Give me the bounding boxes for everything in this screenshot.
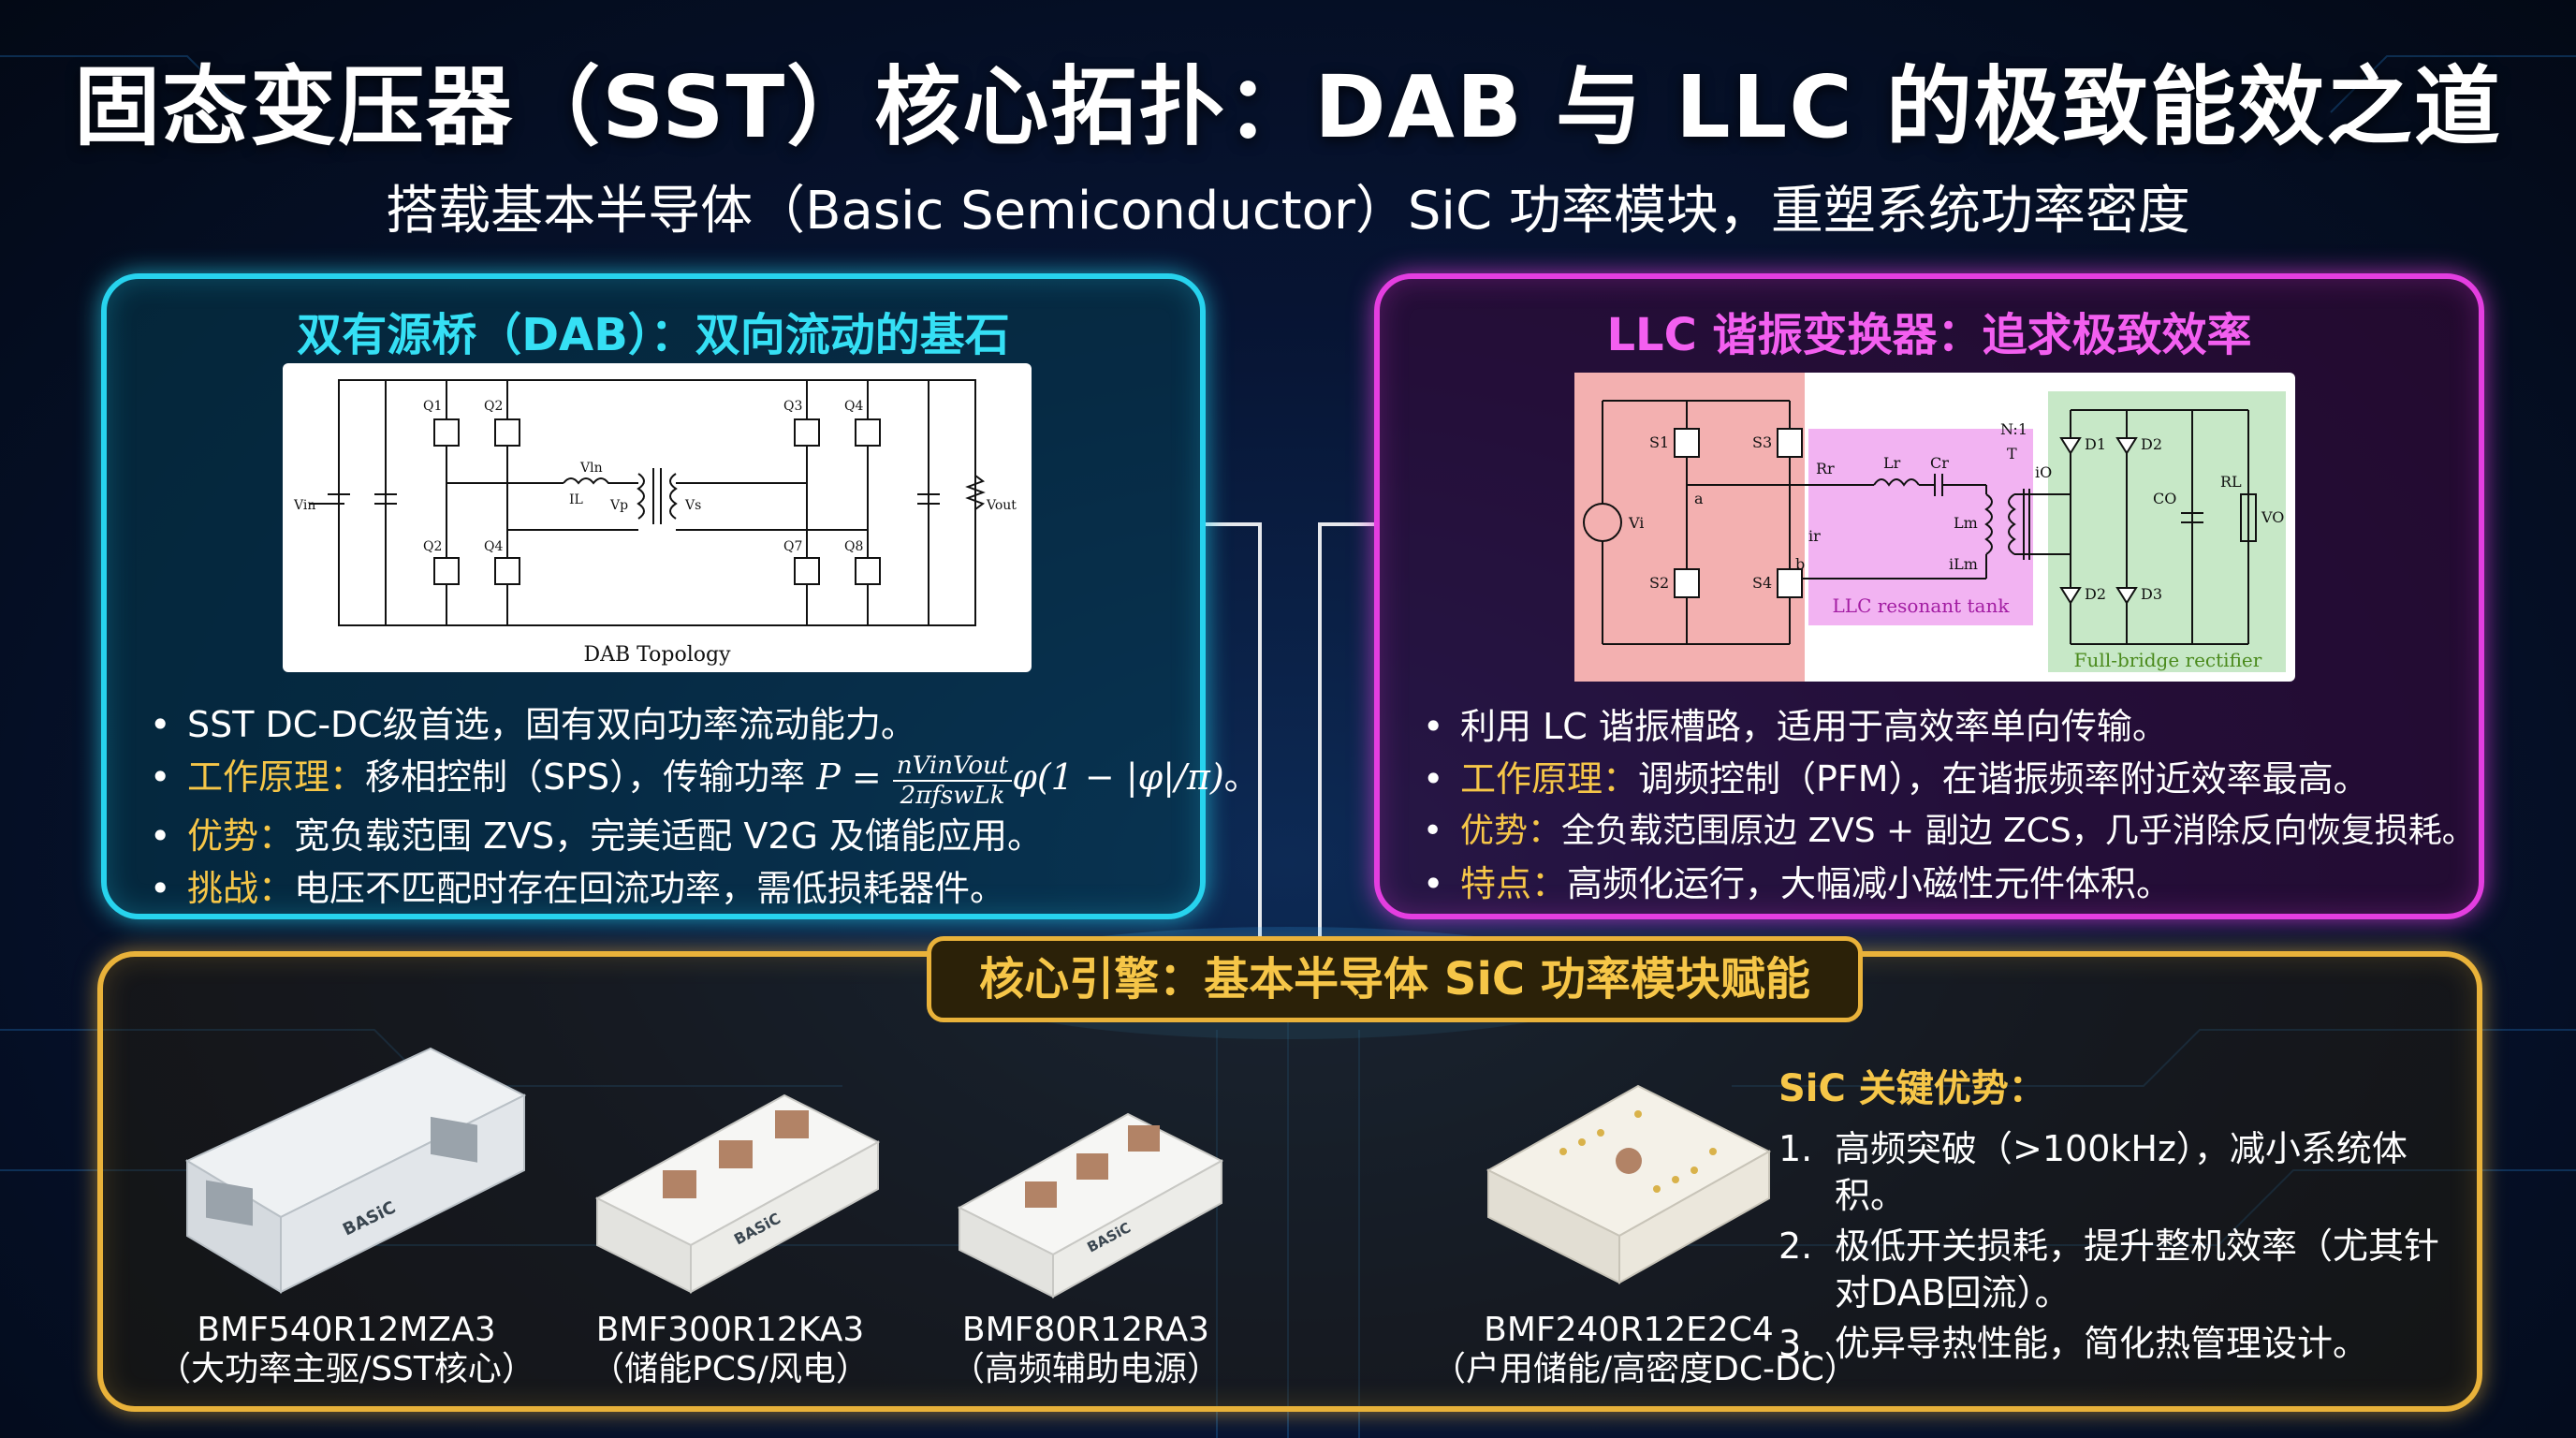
dab-label-il: IL [569, 492, 583, 507]
llc-label-s1: S1 [1649, 433, 1669, 451]
module-label-4: BMF240R12E2C4 （户用储能/高密度DC-DC） [1432, 1311, 1858, 1389]
llc-label-rr: Rr [1816, 460, 1835, 477]
llc-bullet-1: •利用 LC 谐振槽路，适用于高效率单向传输。 [1423, 706, 2168, 747]
module-label-2: BMF300R12KA3 （储能PCS/风电） [571, 1311, 889, 1389]
llc-label-s4: S4 [1752, 574, 1772, 592]
llc-label-co: CO [2153, 490, 2176, 507]
llc-label-lm: Lm [1954, 514, 1978, 532]
llc-label-s3: S3 [1752, 433, 1772, 451]
module-name-1: BMF540R12MZA3 [197, 1311, 496, 1349]
llc-bullet-4: •特点：高频化运行，大幅减小磁性元件体积。 [1423, 863, 2173, 904]
dab-bullet-4: •挑战：电压不匹配时存在回流功率，需低损耗器件。 [150, 867, 1006, 909]
llc-label-vo: VO [2261, 508, 2284, 526]
llc-label-s2: S2 [1649, 574, 1669, 592]
llc-topology-diagram: S1 S3 S2 S4 Vi a b Rr Lr Cr Lm iLm ir N:… [1574, 373, 2295, 682]
llc-label-a: a [1694, 490, 1704, 507]
llc-bullet-list: •利用 LC 谐振槽路，适用于高效率单向传输。 •工作原理：调频控制（PFM），… [1413, 700, 2476, 910]
dab-label-q2: Q2 [484, 399, 503, 414]
dab-label-q3: Q3 [783, 399, 802, 414]
sic-item-2: 2.极低开关损耗，提升整机效率（尤其针对DAB回流）。 [1778, 1225, 2440, 1313]
dab-label-q8: Q8 [844, 539, 863, 554]
dab-label-vp: Vp [609, 498, 628, 513]
dab-label-q4-lower: Q4 [484, 539, 503, 554]
llc-label-d3: D2 [2085, 585, 2106, 603]
module-desc-4: （户用储能/高密度DC-DC） [1432, 1350, 1858, 1388]
llc-label-rl: RL [2220, 473, 2242, 491]
llc-label-d1: D1 [2085, 435, 2106, 453]
llc-heading: LLC 谐振变换器：追求极致效率 [1606, 309, 2252, 361]
dab-heading: 双有源桥（DAB）：双向流动的基石 [297, 309, 1010, 361]
llc-label-vi: Vi [1628, 514, 1644, 532]
module-image-bmf80: BASiC [957, 1112, 1224, 1299]
sic-item-3: 3.优异导热性能，简化热管理设计。 [1778, 1323, 2369, 1364]
llc-label-cr: Cr [1930, 454, 1949, 472]
llc-label-io: iO [2035, 463, 2052, 481]
dab-label-q4: Q4 [844, 399, 863, 414]
llc-bullet-3: •优势：全负载范围原边 ZVS + 副边 ZCS，几乎消除反向恢复损耗。 [1423, 812, 2476, 850]
dab-bullet-list: •SST DC-DC级首选，固有双向功率流动能力。 •工作原理：移相控制（SPS… [140, 698, 1260, 915]
llc-label-lr: Lr [1883, 454, 1901, 472]
module-image-bmf300: BASiC [594, 1093, 881, 1294]
llc-panel: LLC 谐振变换器：追求极致效率 [1374, 273, 2484, 919]
dab-label-q7: Q7 [783, 539, 802, 554]
dab-label-vln: Vln [579, 461, 603, 476]
sic-advantages-title: SiC 关键优势： [1778, 1067, 2046, 1110]
llc-circuit-schematic: S1 S3 S2 S4 Vi a b Rr Lr Cr Lm iLm ir N:… [1574, 373, 2286, 682]
module-name-4: BMF240R12E2C4 [1484, 1311, 1774, 1349]
llc-label-d2: D2 [2141, 435, 2162, 453]
page-subtitle: 搭载基本半导体（Basic Semiconductor）SiC 功率模块，重塑系… [386, 181, 2190, 242]
dab-circuit-schematic: Q1 Q2 Q3 Q4 Q2 Q4 Q7 Q8 Vin Vout Vp Vs V… [293, 379, 1017, 667]
dab-bullet-3: •优势：宽负载范围 ZVS，完美适配 V2G 及储能应用。 [150, 814, 1044, 857]
dab-label-vs: Vs [684, 498, 701, 513]
module-image-bmf240 [1486, 1084, 1772, 1284]
dab-label-q1: Q1 [423, 399, 442, 414]
llc-label-ilm: iLm [1949, 555, 1978, 573]
module-desc-3: （高频辅助电源） [950, 1350, 1221, 1388]
llc-label-t: T [2007, 445, 2017, 462]
module-desc-2: （储能PCS/风电） [591, 1350, 870, 1388]
module-desc-1: （大功率主驱/SST核心） [157, 1350, 535, 1388]
dab-panel: 双有源桥（DAB）：双向流动的基石 [101, 273, 1260, 919]
dab-label-vout: Vout [986, 498, 1017, 513]
dab-topology-diagram: Q1 Q2 Q3 Q4 Q2 Q4 Q7 Q8 Vin Vout Vp Vs V… [283, 363, 1032, 672]
sic-item-1: 1.高频突破（>100kHz），减小系统体积。 [1778, 1128, 2408, 1216]
dab-bullet-1: •SST DC-DC级首选，固有双向功率流动能力。 [150, 704, 916, 745]
llc-bullet-2: •工作原理：调频控制（PFM），在谐振频率附近效率最高。 [1423, 758, 2369, 800]
core-heading: 核心引擎：基本半导体 SiC 功率模块赋能 [927, 936, 1863, 1022]
dab-label-q2-lower: Q2 [423, 539, 442, 554]
dab-diagram-caption: DAB Topology [583, 643, 731, 667]
dab-label-vin: Vin [293, 498, 315, 513]
llc-label-ir: ir [1808, 527, 1821, 545]
llc-label-n1: N:1 [2000, 420, 2027, 438]
module-name-3: BMF80R12RA3 [961, 1311, 1210, 1349]
module-label-1: BMF540R12MZA3 （大功率主驱/SST核心） [150, 1311, 543, 1389]
sic-advantages: SiC 关键优势： 1.高频突破（>100kHz），减小系统体积。 2.极低开关… [1778, 1058, 2452, 1371]
llc-label-d4: D3 [2141, 585, 2162, 603]
module-image-bmf540: BASiC [184, 1047, 527, 1294]
llc-rectifier-caption: Full-bridge rectifier [2074, 649, 2262, 671]
page-title: 固态变压器（SST）核心拓扑：DAB 与 LLC 的极致能效之道 [74, 57, 2502, 157]
llc-label-b: b [1795, 555, 1805, 573]
module-name-2: BMF300R12KA3 [595, 1311, 865, 1349]
module-label-3: BMF80R12RA3 （高频辅助电源） [927, 1311, 1245, 1389]
llc-tank-caption: LLC resonant tank [1833, 594, 2011, 617]
